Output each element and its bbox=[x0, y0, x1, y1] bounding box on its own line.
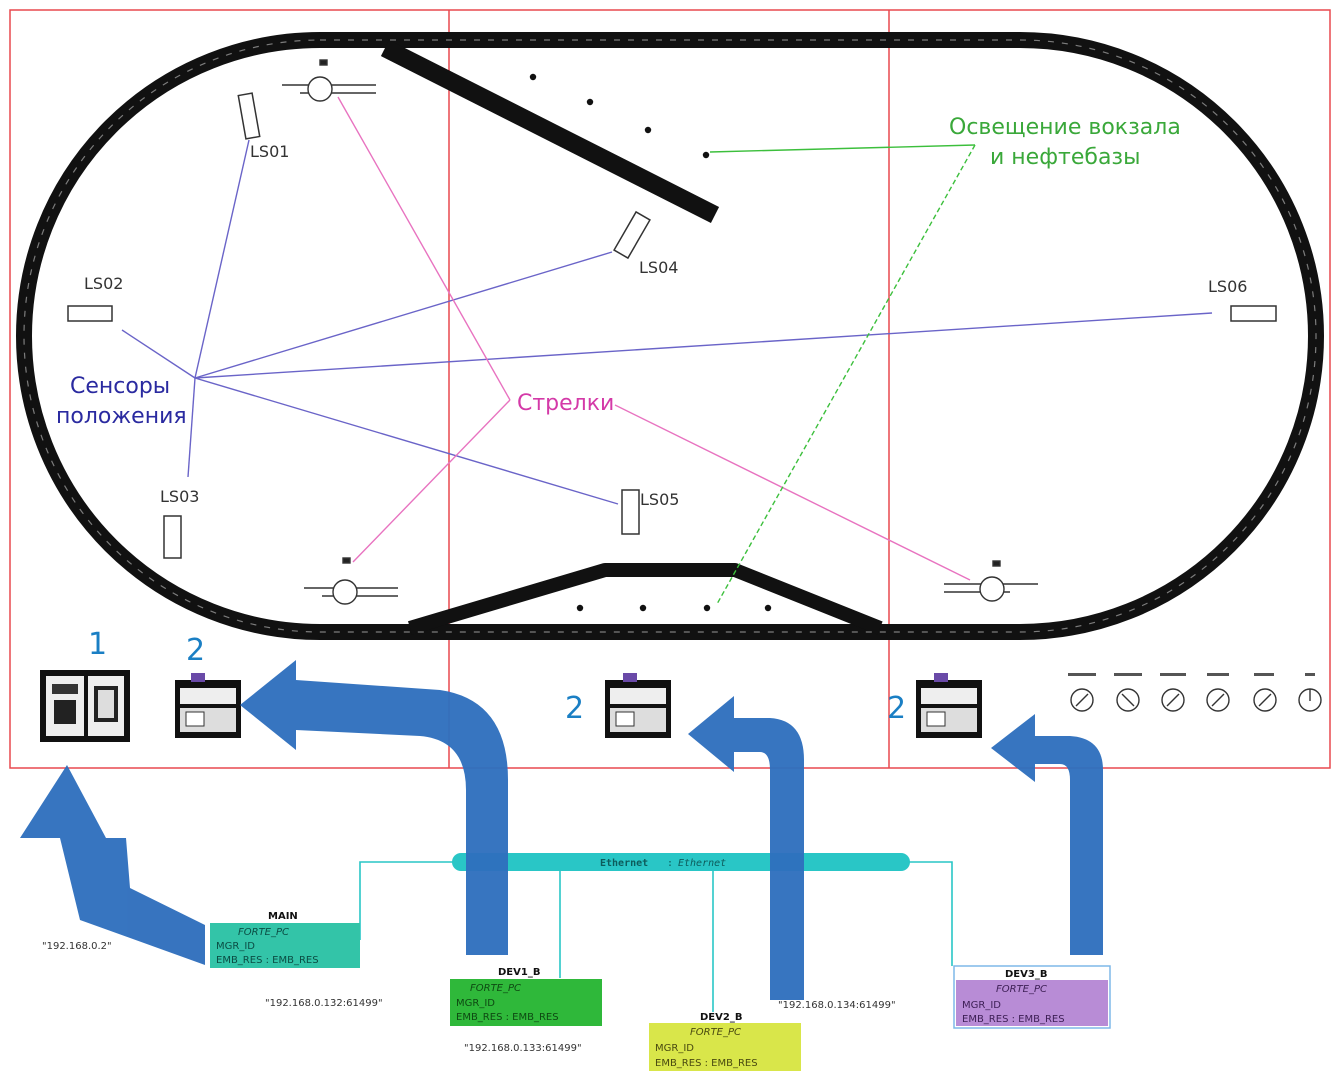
main-controller-hardware bbox=[40, 670, 130, 742]
dial-knobs bbox=[1070, 688, 1322, 712]
number-label-dev-left: 2 bbox=[186, 633, 205, 668]
device-param1-dev1: MGR_ID bbox=[456, 998, 495, 1009]
device-param2-dev2: EMB_RES : EMB_RES bbox=[655, 1058, 758, 1069]
device-type-dev1: FORTE_PC bbox=[470, 983, 521, 994]
deployment-arrows bbox=[20, 660, 1103, 1000]
ethernet-separator: : bbox=[667, 858, 673, 869]
station-lights bbox=[529, 73, 772, 612]
sensor-link-lines bbox=[121, 139, 1213, 505]
device-address-dev1: "192.168.0.132:61499" bbox=[265, 998, 383, 1009]
switches-annotation: Стрелки bbox=[517, 391, 614, 416]
switch-bottom-right bbox=[944, 560, 1038, 602]
layout-frame bbox=[9, 9, 1331, 769]
sensor-ls06-box bbox=[1230, 305, 1277, 322]
sensor-ls01-box bbox=[237, 92, 261, 140]
sensor-label-ls04: LS04 bbox=[639, 258, 678, 277]
device-name-main: MAIN bbox=[268, 911, 298, 922]
device-hardware-right bbox=[916, 673, 982, 738]
device-hardware-left bbox=[175, 673, 241, 738]
deploy-arrow-dev2 bbox=[688, 696, 804, 1000]
number-label-dev-mid: 2 bbox=[565, 691, 584, 726]
deploy-arrow-main bbox=[20, 765, 205, 965]
device-name-dev3: DEV3_B bbox=[1005, 969, 1047, 980]
sensor-ls05-box bbox=[621, 489, 640, 535]
device-block-dev1: DEV1_B FORTE_PC MGR_ID EMB_RES : EMB_RES… bbox=[265, 967, 602, 1026]
hardware-number-labels: 1 2 2 2 bbox=[88, 627, 906, 726]
sensors-annotation-line1: Сенсоры bbox=[70, 374, 170, 399]
device-param1-dev3: MGR_ID bbox=[962, 1000, 1001, 1011]
sensor-ls04-box bbox=[613, 210, 651, 260]
ethernet-bus: Ethernet : Ethernet bbox=[452, 853, 910, 871]
deploy-arrow-dev1 bbox=[240, 660, 508, 955]
switch-link-lines bbox=[337, 96, 971, 581]
device-address-main: "192.168.0.2" bbox=[42, 941, 112, 952]
number-label-main: 1 bbox=[88, 627, 107, 662]
device-type-dev3: FORTE_PC bbox=[996, 984, 1047, 995]
sensor-labels: LS01 LS02 LS03 LS04 LS05 LS06 bbox=[84, 142, 1247, 509]
sensor-label-ls01: LS01 bbox=[250, 142, 289, 161]
switch-bottom-left bbox=[304, 557, 398, 605]
deploy-arrow-dev3 bbox=[991, 714, 1103, 955]
sensor-label-ls02: LS02 bbox=[84, 274, 123, 293]
annotation-texts: Сенсоры положения Стрелки Освещение вокз… bbox=[56, 115, 1181, 429]
device-type-main: FORTE_PC bbox=[238, 927, 289, 938]
sensor-label-ls06: LS06 bbox=[1208, 277, 1247, 296]
light-link-lines bbox=[709, 144, 976, 605]
sensor-label-ls05: LS05 bbox=[640, 490, 679, 509]
sensor-label-ls03: LS03 bbox=[160, 487, 199, 506]
sensor-ls03-box bbox=[163, 515, 182, 559]
lights-annotation-line2: и нефтебазы bbox=[990, 145, 1141, 170]
sensor-ls02-box bbox=[67, 305, 113, 322]
ethernet-connections bbox=[359, 861, 953, 1012]
device-param1-dev2: MGR_ID bbox=[655, 1043, 694, 1054]
device-param2-dev3: EMB_RES : EMB_RES bbox=[962, 1014, 1065, 1025]
lights-annotation-line1: Освещение вокзала bbox=[949, 115, 1181, 140]
device-name-dev2: DEV2_B bbox=[700, 1012, 742, 1023]
device-hardware-middle bbox=[605, 673, 671, 738]
device-block-main: MAIN FORTE_PC MGR_ID EMB_RES : EMB_RES "… bbox=[42, 911, 360, 968]
device-param1-main: MGR_ID bbox=[216, 941, 255, 952]
device-address-dev3: "192.168.0.134:61499" bbox=[778, 1000, 896, 1011]
sensors-annotation-line2: положения bbox=[56, 404, 187, 429]
device-param2-main: EMB_RES : EMB_RES bbox=[216, 955, 319, 966]
device-block-dev3: DEV3_B FORTE_PC MGR_ID EMB_RES : EMB_RES… bbox=[778, 965, 1111, 1029]
track-texture bbox=[23, 39, 1317, 633]
ethernet-type: Ethernet bbox=[678, 858, 726, 869]
number-label-dev-right: 2 bbox=[887, 691, 906, 726]
device-block-dev2: DEV2_B FORTE_PC MGR_ID EMB_RES : EMB_RES… bbox=[464, 1012, 801, 1071]
ethernet-label: Ethernet bbox=[600, 858, 648, 869]
device-name-dev1: DEV1_B bbox=[498, 967, 540, 978]
device-param2-dev1: EMB_RES : EMB_RES bbox=[456, 1012, 559, 1023]
switch-top bbox=[282, 59, 376, 102]
device-address-dev2: "192.168.0.133:61499" bbox=[464, 1043, 582, 1054]
device-type-dev2: FORTE_PC bbox=[690, 1027, 741, 1038]
dial-knob-caption-marks bbox=[1068, 673, 1315, 676]
switch-symbols bbox=[282, 59, 1038, 605]
sensor-boxes bbox=[67, 92, 1277, 559]
